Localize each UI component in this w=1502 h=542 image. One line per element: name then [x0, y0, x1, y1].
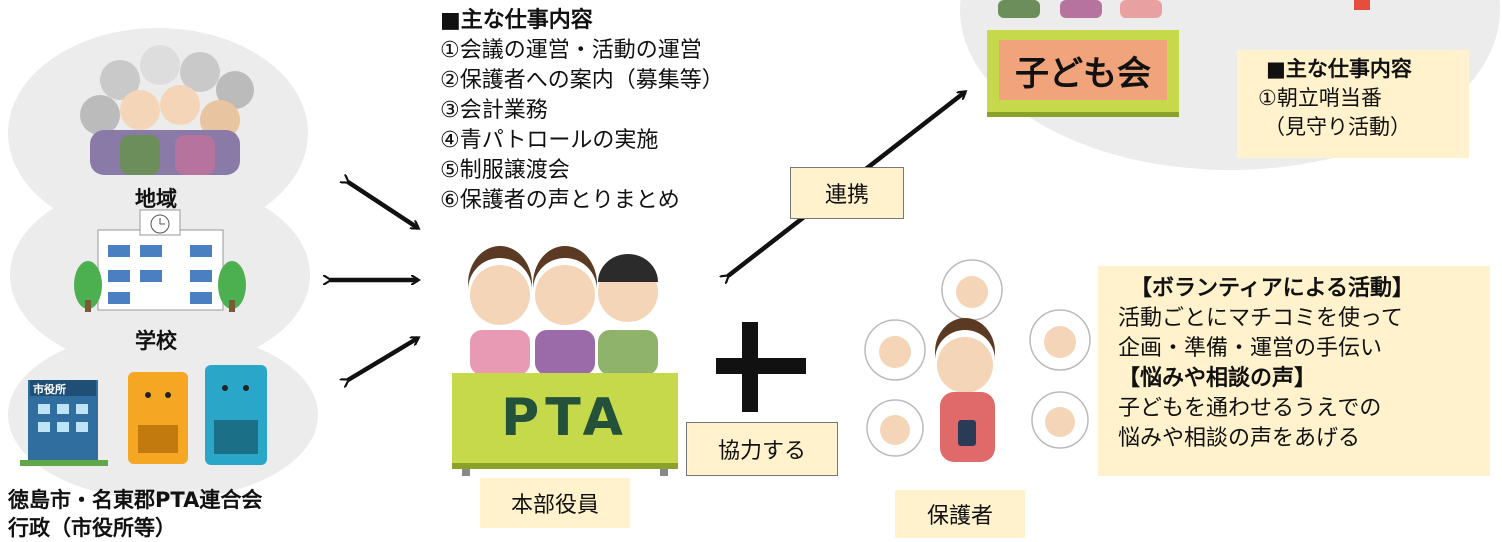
hq-duty-item: ②保護者への案内（募集等） [440, 68, 724, 93]
pta-banner-label: PTA [501, 388, 629, 448]
children-club-duties-heading: ■主な仕事内容 [1266, 57, 1412, 81]
children-club-duties: ■主な仕事内容 ①朝立哨当番 （見守り活動） [1258, 55, 1412, 142]
volunteer-line: 企画・準備・運営の手伝い [1118, 336, 1383, 361]
pta-banner: PTA [452, 373, 678, 469]
parents-caption-box: 保護者 [895, 490, 1025, 538]
admin-label-line1: 徳島市・名東郡PTA連合会 [8, 488, 263, 512]
hq-duty-item: ①会議の運営・活動の運営 [440, 38, 702, 63]
children-club-banner: 子ども会 [987, 30, 1179, 117]
volunteer-line: 活動ごとにマチコミを使って [1118, 306, 1403, 331]
children-club-duty-item: （見守り活動） [1264, 115, 1411, 139]
children-club-duty-item: ①朝立哨当番 [1258, 86, 1382, 110]
hq-duty-item: ③会計業務 [440, 98, 548, 123]
hq-duty-item: ④青パトロールの実施 [440, 128, 659, 153]
concerns-line: 悩みや相談の声をあげる [1118, 426, 1361, 451]
concerns-line: 子どもを通わせるうえでの [1118, 396, 1382, 421]
hq-duty-item: ⑥保護者の声とりまとめ [440, 188, 680, 213]
hq-duties-list: ■主な仕事内容 ①会議の運営・活動の運営 ②保護者への案内（募集等） ③会計業務… [440, 6, 724, 216]
admin-label-line2: 行政（市役所等） [8, 516, 176, 540]
children-club-banner-inner: 子ども会 [999, 40, 1167, 100]
cooperate-label: 協力する [717, 439, 806, 464]
parents-caption: 保護者 [926, 504, 993, 529]
community-label: 地域 [135, 187, 177, 211]
pta-caption-box: 本部役員 [480, 478, 630, 528]
volunteer-box [1098, 266, 1490, 476]
pta-caption: 本部役員 [510, 493, 599, 518]
children-club-banner-label: 子ども会 [1015, 53, 1151, 94]
arrow-admin [348, 336, 418, 380]
city-hall-sign: 市役所 [33, 383, 66, 396]
arrow-community [348, 182, 418, 230]
children-club-duties-box [1237, 50, 1469, 158]
volunteer-heading: 【ボランティアによる活動】 [1130, 276, 1415, 301]
school-label: 学校 [135, 329, 177, 353]
link-label-box: 連携 [790, 167, 904, 219]
cooperate-label-box: 協力する [686, 422, 838, 476]
link-label: 連携 [824, 183, 869, 208]
concerns-heading: 【悩みや相談の声】 [1118, 366, 1317, 391]
hq-duty-item: ⑤制服譲渡会 [440, 158, 570, 183]
hq-duties-heading: ■主な仕事内容 [440, 8, 593, 33]
volunteer-text: 【ボランティアによる活動】 活動ごとにマチコミを使って 企画・準備・運営の手伝い… [1118, 274, 1414, 454]
